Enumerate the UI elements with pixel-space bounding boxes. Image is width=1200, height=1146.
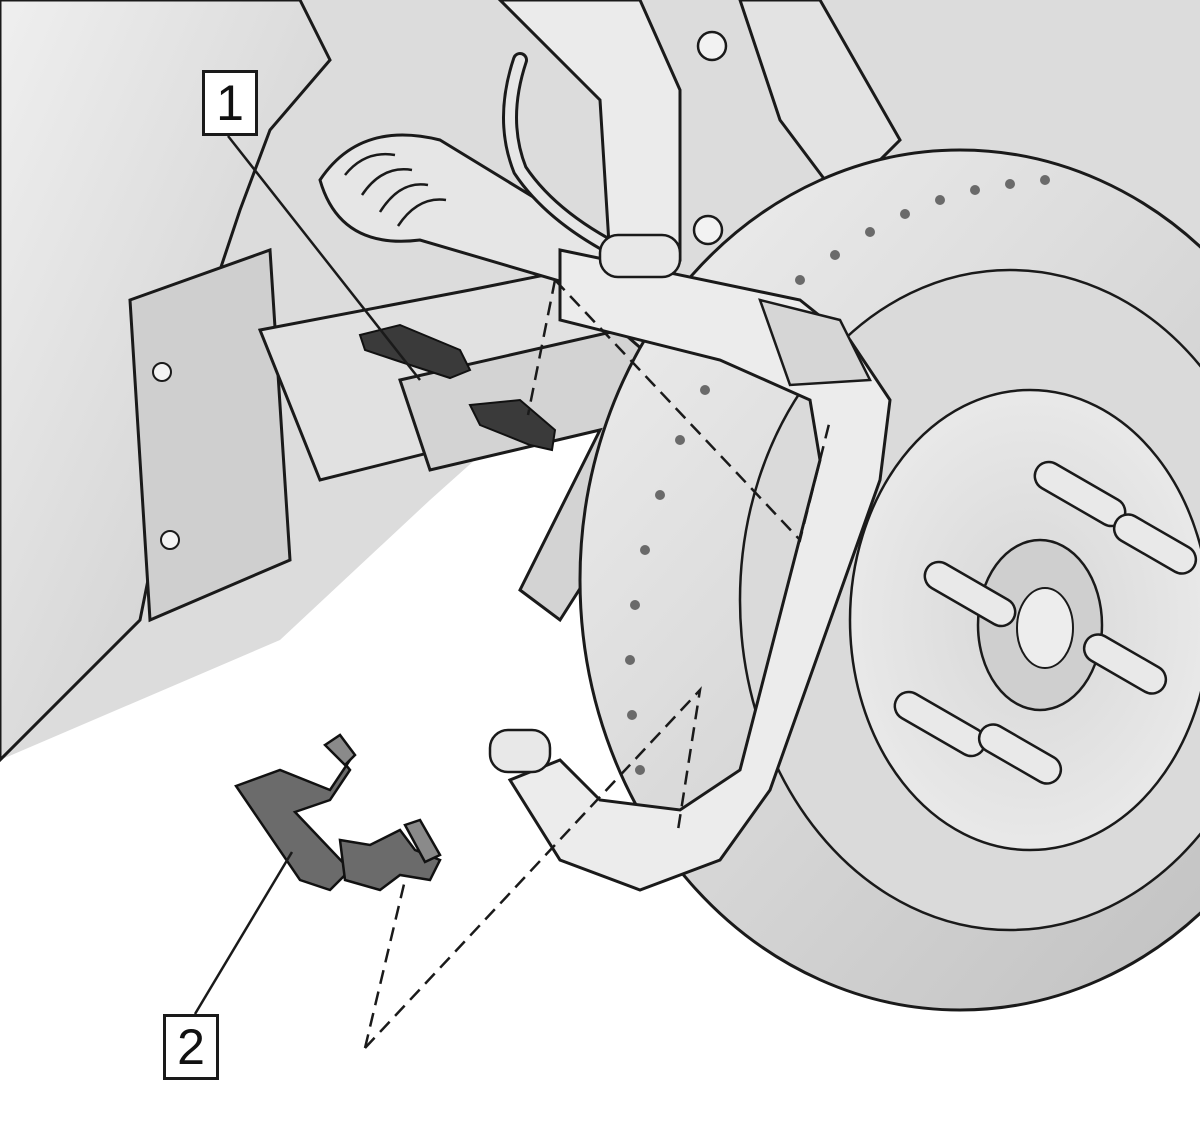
mud-flap [128,247,292,623]
callout-2: 2 [163,1014,219,1080]
guide-pin [488,728,552,774]
dashed-leader-lines [363,279,832,1049]
pad-retaining-clips [234,733,442,892]
callout-1: 1 [202,70,258,136]
caliper-bracket [507,248,892,892]
leader-line-2 [193,851,294,1015]
wheel-studs [893,460,1198,785]
leader-lines [193,135,421,1015]
bolt [692,214,724,246]
guide-pin [598,233,682,279]
fastener [160,530,180,550]
bolt [696,30,728,62]
leader-line-1 [227,135,421,381]
fastener [152,362,172,382]
